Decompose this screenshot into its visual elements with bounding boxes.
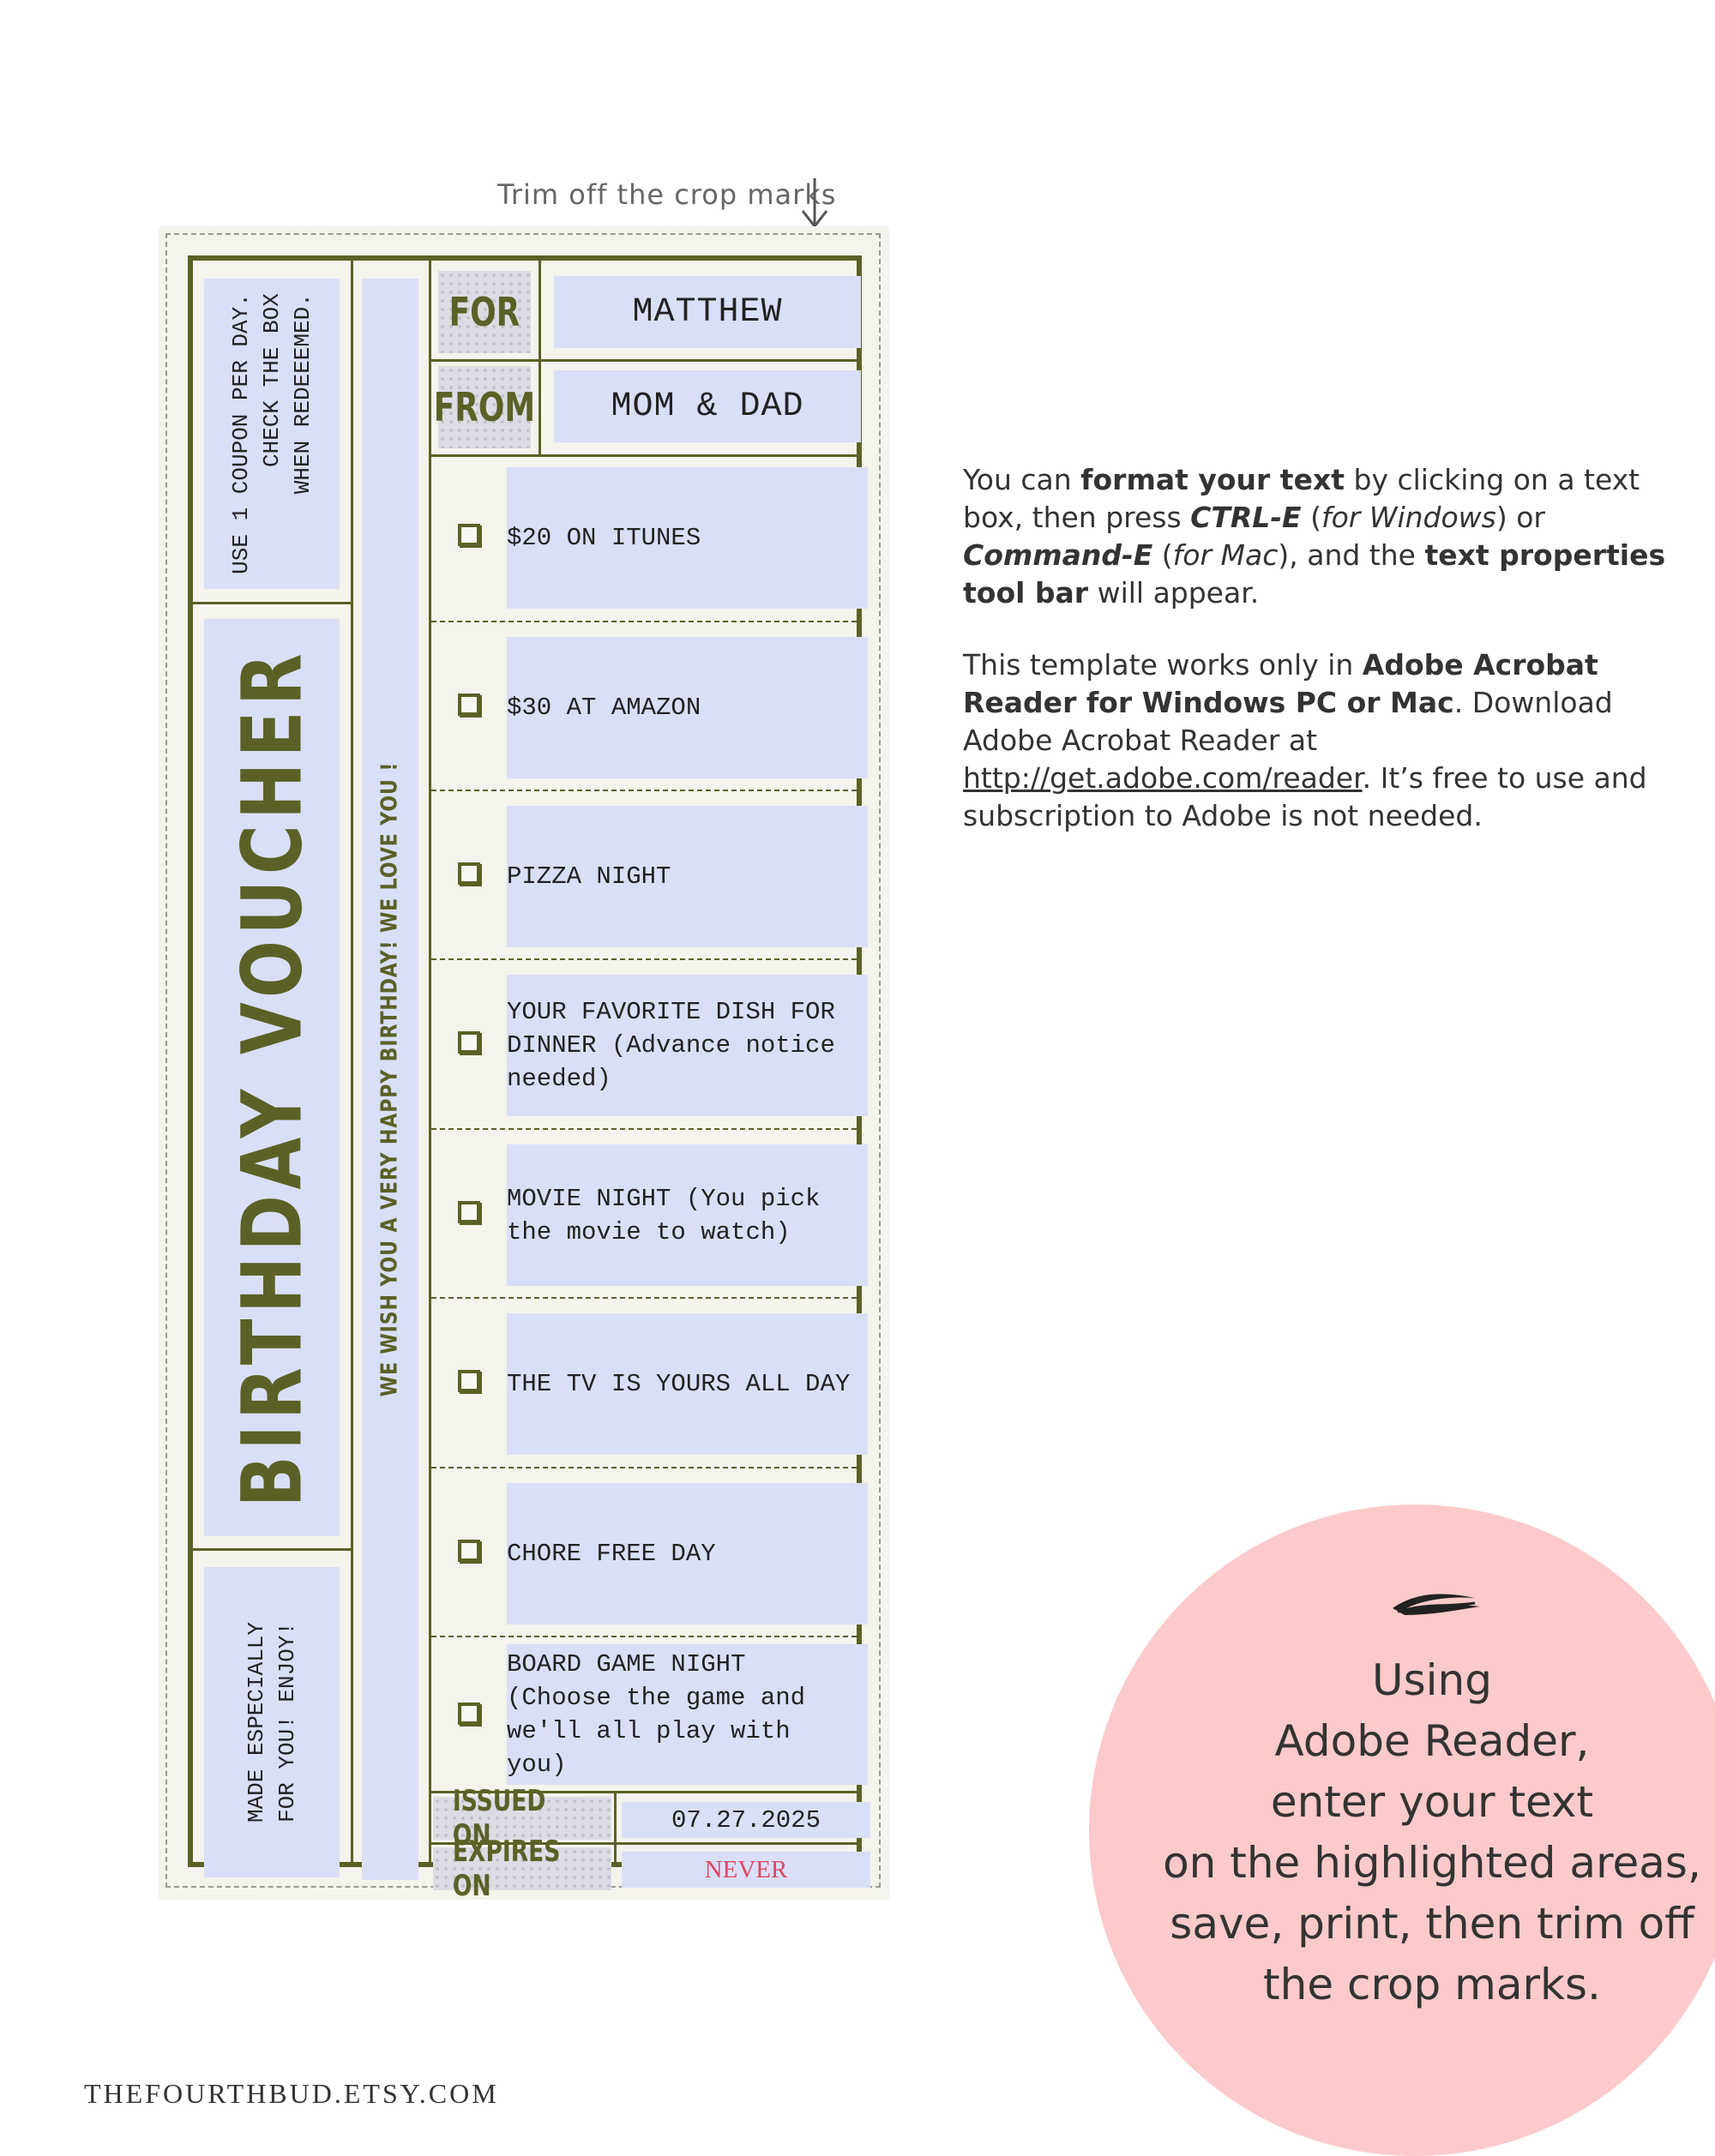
from-label: FROM <box>434 366 535 448</box>
for-field[interactable]: MATTHEW <box>554 276 861 348</box>
adobe-reader-link[interactable]: http://get.adobe.com/reader <box>963 761 1363 795</box>
dashed-divider <box>431 958 857 960</box>
redeem-checkbox[interactable] <box>458 524 480 546</box>
divider <box>429 1842 857 1845</box>
wish-text: WE WISH YOU A VERY HAPPY BIRTHDAY! WE LO… <box>377 761 403 1397</box>
divider <box>539 261 541 454</box>
dashed-divider <box>431 790 857 791</box>
rules-text: USE 1 COUPON PER DAY. CHECK THE BOX WHEN… <box>228 293 316 574</box>
item-field[interactable]: YOUR FAVORITE DISH FOR DINNER (Advance n… <box>507 975 868 1116</box>
divider <box>429 1791 857 1793</box>
item-field[interactable]: BOARD GAME NIGHT (Choose the game and we… <box>507 1644 868 1785</box>
redeem-checkbox[interactable] <box>458 1201 480 1223</box>
divider <box>614 1793 617 1862</box>
item-field[interactable]: CHORE FREE DAY <box>507 1483 868 1625</box>
wish-field[interactable] <box>362 279 418 1880</box>
circle-text: Using Adobe Reader, enter your text on t… <box>1163 1655 1701 2009</box>
dashed-divider <box>431 1297 857 1299</box>
made-for-text: MADE ESPECIALLY FOR YOU! ENJOY! <box>244 1621 301 1823</box>
format-instructions: You can format your text by clicking on … <box>963 463 1666 610</box>
item-field[interactable]: PIZZA NIGHT <box>507 806 868 947</box>
issued-date-field[interactable]: 07.27.2025 <box>622 1802 870 1838</box>
item-field[interactable]: MOVIE NIGHT (You pick the movie to watch… <box>507 1144 868 1286</box>
expires-date-field[interactable]: NEVER <box>622 1852 870 1888</box>
dashed-divider <box>431 621 857 622</box>
issued-label: ISSUED ON <box>433 1784 611 1853</box>
footer-shop-url: THEFOURTHBUD.ETSY.COM <box>84 2078 499 2109</box>
divider <box>429 261 431 1862</box>
voucher-title: BIRTHDAY VOUCHER <box>224 647 320 1508</box>
redeem-checkbox[interactable] <box>458 1031 480 1054</box>
item-field[interactable]: THE TV IS YOURS ALL DAY <box>507 1313 868 1455</box>
redeem-checkbox[interactable] <box>458 862 480 885</box>
item-field[interactable]: $20 ON ITUNES <box>507 467 868 609</box>
divider <box>193 1548 351 1551</box>
redeem-checkbox[interactable] <box>458 694 480 716</box>
divider <box>429 454 857 457</box>
from-field[interactable]: MOM & DAD <box>554 370 861 442</box>
redeem-checkbox[interactable] <box>458 1703 480 1725</box>
redeem-checkbox[interactable] <box>458 1370 480 1392</box>
divider <box>351 261 353 1862</box>
item-field[interactable]: $30 AT AMAZON <box>507 637 868 778</box>
expires-label: EXPIRES ON <box>433 1835 611 1903</box>
dashed-divider <box>431 1636 857 1637</box>
dashed-divider <box>431 1467 857 1468</box>
flourish-icon <box>1393 1594 1480 1615</box>
dashed-divider <box>431 1128 857 1130</box>
crop-note: Trim off the crop marks <box>497 178 837 211</box>
reader-instructions: This template works only in Adobe Acroba… <box>963 648 1647 832</box>
divider <box>429 359 857 362</box>
divider <box>193 602 351 604</box>
for-label: FOR <box>438 271 531 353</box>
rules-field[interactable] <box>204 279 340 589</box>
title-field[interactable] <box>204 619 340 1536</box>
made-for-field[interactable] <box>204 1567 340 1877</box>
redeem-checkbox[interactable] <box>458 1540 480 1562</box>
instructions: You can format your text by clicking on … <box>963 461 1666 869</box>
down-arrow-icon <box>801 178 828 228</box>
